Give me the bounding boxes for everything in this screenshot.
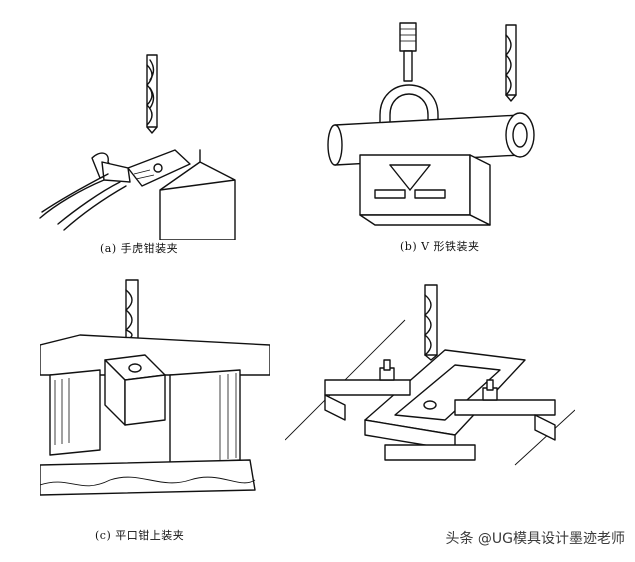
- hand-vise-illustration: [39, 54, 236, 240]
- caption-c: (c) 平口钳上装夹: [95, 529, 185, 542]
- drill-bit-c: [125, 279, 139, 346]
- panel-flat-vise: [40, 275, 270, 500]
- clamp-plate-right: [454, 379, 556, 441]
- clamp-plates-illustration: [285, 284, 575, 466]
- clamp-plate-left: [324, 359, 411, 421]
- watermark-text: 头条 @UG模具设计墨迹老师: [445, 531, 625, 547]
- caption-a: (a) 手虎钳装夹: [100, 242, 179, 255]
- vise-base: [40, 459, 256, 496]
- caption-b: (b) V 形铁装夹: [400, 240, 480, 253]
- round-shaft: [327, 112, 535, 166]
- clamp-screw: [399, 22, 417, 82]
- v-block-illustration: [327, 22, 535, 226]
- flat-vise-illustration: [40, 279, 270, 496]
- vise-jaw-left: [49, 369, 101, 456]
- panel-clamp-plates: [285, 280, 575, 480]
- drill-bit-b: [505, 24, 517, 102]
- vise-rail: [40, 334, 270, 376]
- drill-bit-a: [146, 54, 158, 134]
- hand-vise: [39, 149, 191, 231]
- drill-bit-d: [424, 284, 438, 361]
- panel-hand-vise: [30, 40, 260, 240]
- support-block: [384, 444, 476, 461]
- workpiece-block-a: [159, 149, 236, 240]
- panel-v-block: [320, 15, 550, 235]
- frame-workpiece: [364, 349, 526, 451]
- v-block: [359, 154, 491, 226]
- vise-jaw-right: [169, 369, 241, 466]
- workpiece-block-c: [104, 354, 166, 426]
